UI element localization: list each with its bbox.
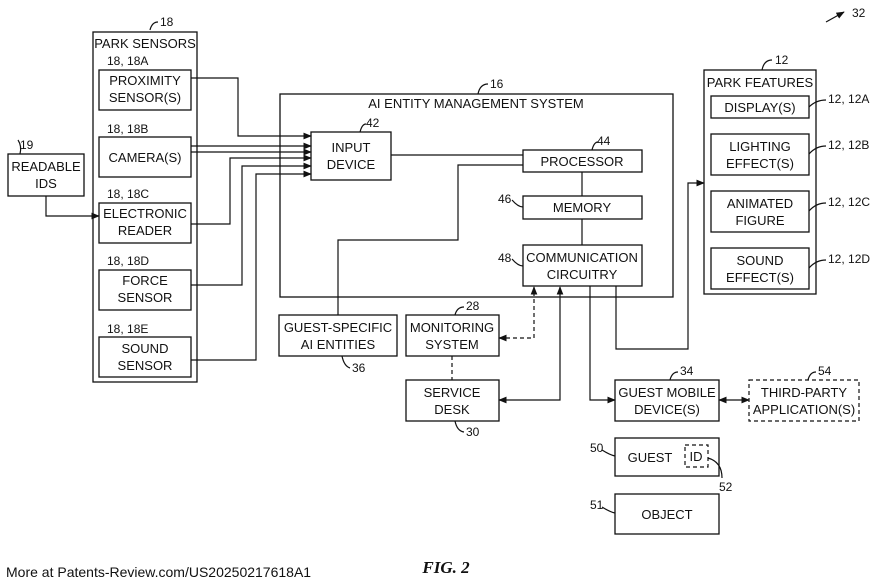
memory-label: MEMORY [553,200,612,215]
figure-caption: FIG. 2 [421,558,470,577]
service-desk-ref: 30 [466,425,480,439]
monitoring-ref-leader [455,307,464,315]
guest-ref: 50 [590,441,604,455]
feature-animated-label-1: ANIMATED [727,196,793,211]
sensor-reader-ref: 18, 18C [107,187,149,201]
footer-source: More at Patents-Review.com/US20250217618… [6,564,311,580]
figure-number: 32 [852,6,866,20]
park-sensors-ref: 18 [160,15,174,29]
park-sensors-title: PARK SENSORS [94,36,196,51]
guest-ai-ref-leader [342,356,350,368]
processor-label: PROCESSOR [540,154,623,169]
service-desk-label-1: SERVICE [424,385,481,400]
comm-label-2: CIRCUITRY [547,267,618,282]
sensor-proximity-ref: 18, 18A [107,54,148,68]
ai-system-title: AI ENTITY MANAGEMENT SYSTEM [368,96,584,111]
connector-comm-to-mobile [590,286,615,400]
processor-ref: 44 [597,134,611,148]
object-label: OBJECT [641,507,692,522]
sensor-proximity-label-1: PROXIMITY [109,73,181,88]
feature-display-ref: 12, 12A [828,92,869,106]
feature-animated-label-2: FIGURE [735,213,784,228]
guest-label: GUEST [628,450,673,465]
sensor-camera-ref: 18, 18B [107,122,148,136]
monitoring-label-2: SYSTEM [425,337,478,352]
guest-id-label: ID [690,449,703,464]
guest-mobile-ref-leader [670,372,678,380]
park-features-ref: 12 [775,53,789,67]
object-ref-leader [602,507,615,513]
comm-ref: 48 [498,251,512,265]
input-device-label-1: INPUT [332,140,371,155]
park-features-title: PARK FEATURES [707,75,814,90]
guest-mobile-label-2: DEVICE(S) [634,402,700,417]
feature-lighting-label-1: LIGHTING [729,139,790,154]
sensor-camera-label: CAMERA(S) [109,150,182,165]
input-device-ref: 42 [366,116,380,130]
park-features-ref-leader [762,60,772,70]
ai-system-ref-leader [478,84,488,94]
third-party-label-2: APPLICATION(S) [753,402,855,417]
comm-label-1: COMMUNICATION [526,250,638,265]
feature-display-label: DISPLAY(S) [724,100,795,115]
feature-sound-ref: 12, 12D [828,252,870,266]
third-party-label-1: THIRD-PARTY [761,385,848,400]
sensor-force-ref: 18, 18D [107,254,149,268]
sensor-reader-label-2: READER [118,223,172,238]
ai-system-ref: 16 [490,77,504,91]
feature-animated-ref: 12, 12C [828,195,870,209]
guest-id-ref: 52 [719,480,733,494]
sensor-force-label-2: SENSOR [118,290,173,305]
third-party-ref: 54 [818,364,832,378]
sensor-sound-label-2: SENSOR [118,358,173,373]
service-desk-label-2: DESK [434,402,470,417]
figure-number-leader [826,12,844,22]
feature-sound-label-1: SOUND [737,253,784,268]
readable-ids-ref: 19 [20,138,34,152]
sensor-reader-label-1: ELECTRONIC [103,206,187,221]
readable-ids-label-1: READABLE [11,159,81,174]
feature-lighting-ref: 12, 12B [828,138,869,152]
guest-ref-leader [602,450,615,456]
guest-mobile-label-1: GUEST MOBILE [618,385,716,400]
park-sensors-group: PARK SENSORS 18 18, 18A PROXIMITY SENSOR… [93,15,197,382]
object-ref: 51 [590,498,604,512]
guest-ai-label-2: AI ENTITIES [301,337,376,352]
feature-sound-label-2: EFFECT(S) [726,270,794,285]
ai-system-group: AI ENTITY MANAGEMENT SYSTEM 16 INPUT DEV… [280,77,673,297]
memory-ref: 46 [498,192,512,206]
third-party-ref-leader [808,372,816,380]
guest-mobile-ref: 34 [680,364,694,378]
park-sensors-ref-leader [150,22,158,30]
monitoring-ref: 28 [466,299,480,313]
readable-ids-label-2: IDS [35,176,57,191]
monitoring-label-1: MONITORING [410,320,494,335]
service-desk-ref-leader [455,421,464,432]
input-device-label-2: DEVICE [327,157,376,172]
readable-ids-block: READABLE IDS 19 [8,138,84,196]
guest-ai-label-1: GUEST-SPECIFIC [284,320,392,335]
sensor-force-label-1: FORCE [122,273,168,288]
connector-service-to-comm [499,287,560,400]
sensor-proximity-label-2: SENSOR(S) [109,90,181,105]
guest-ai-ref: 36 [352,361,366,375]
sensor-sound-ref: 18, 18E [107,322,148,336]
park-features-group: PARK FEATURES 12 DISPLAY(S) 12, 12A LIGH… [704,53,870,294]
feature-lighting-label-2: EFFECT(S) [726,156,794,171]
connector-ids-to-reader [46,196,99,216]
sensor-sound-label-1: SOUND [122,341,169,356]
